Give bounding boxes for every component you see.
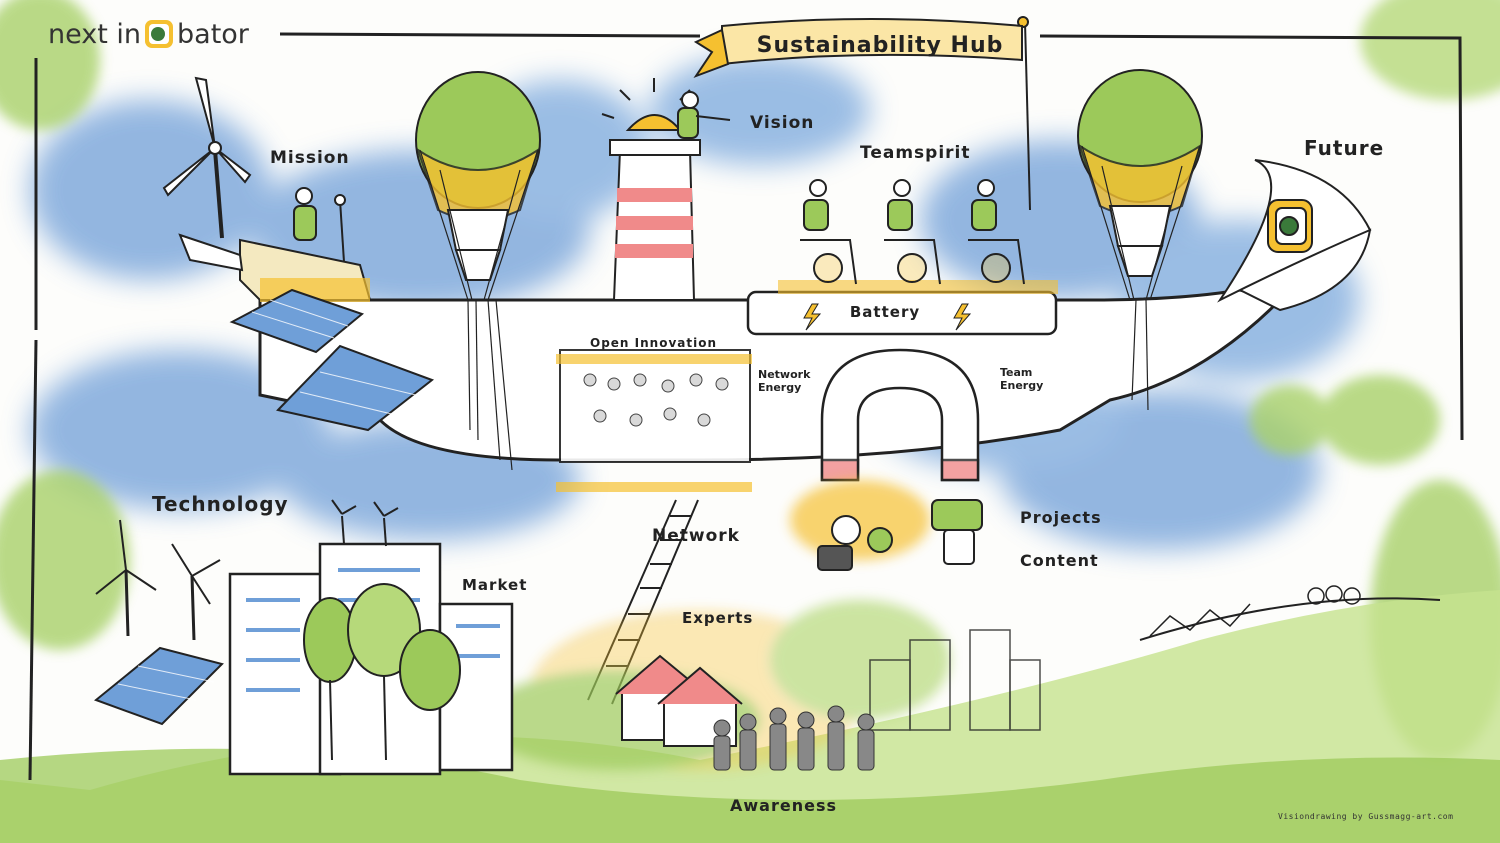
open-innovation-room [556, 349, 752, 492]
brand-logo: next in bator [48, 14, 249, 54]
wind-turbines-small-icon [95, 499, 399, 641]
magnet-icon [820, 348, 980, 482]
battery-platform [746, 280, 1058, 336]
content-label: Content [1020, 551, 1099, 570]
city-silhouette [869, 629, 1041, 731]
battery-label: Battery [849, 303, 921, 321]
brand-text-prefix: next in [48, 18, 142, 50]
artist-credit: Visiondrawing by Gussmagg-art.com [1278, 812, 1454, 821]
awareness-label: Awareness [730, 796, 837, 815]
globe-incubator-logo-icon [144, 19, 174, 49]
team-energy-label: Team Energy [1000, 366, 1044, 392]
teamspirit-bikes [800, 179, 1025, 285]
vision-label: Vision [750, 113, 815, 133]
projects-label: Projects [1020, 508, 1102, 527]
future-sail-logo-icon [1267, 199, 1313, 253]
mission-captain [293, 187, 346, 263]
awareness-crowd [713, 705, 875, 771]
network-energy-label: Network Energy [758, 368, 811, 394]
teamspirit-label: Teamspirit [860, 143, 971, 163]
open-innovation-label: Open Innovation [590, 336, 718, 350]
mission-label: Mission [270, 148, 350, 168]
technology-label: Technology [152, 492, 289, 516]
experts-label: Experts [682, 609, 754, 627]
city-trees [303, 583, 461, 761]
vision-person [677, 91, 731, 139]
banner-title: Sustainability Hub [756, 33, 1004, 58]
lightning-icon [803, 303, 972, 331]
solar-panel-icon [93, 288, 435, 726]
network-label: Network [652, 526, 740, 546]
lighthouse-icon [601, 78, 701, 301]
wind-turbine-icon [162, 76, 252, 239]
hill-trees [1149, 585, 1361, 637]
sustainability-banner [693, 18, 1023, 79]
future-label: Future [1304, 136, 1385, 160]
lightbulb-balloon-right-icon [1077, 69, 1203, 411]
market-label: Market [462, 576, 528, 594]
sketch-frame [28, 32, 1464, 781]
village-houses [615, 654, 743, 747]
brand-text-suffix: bator [177, 18, 249, 50]
projects-objects [817, 499, 983, 571]
lightbulb-balloon-left-icon [415, 71, 541, 471]
